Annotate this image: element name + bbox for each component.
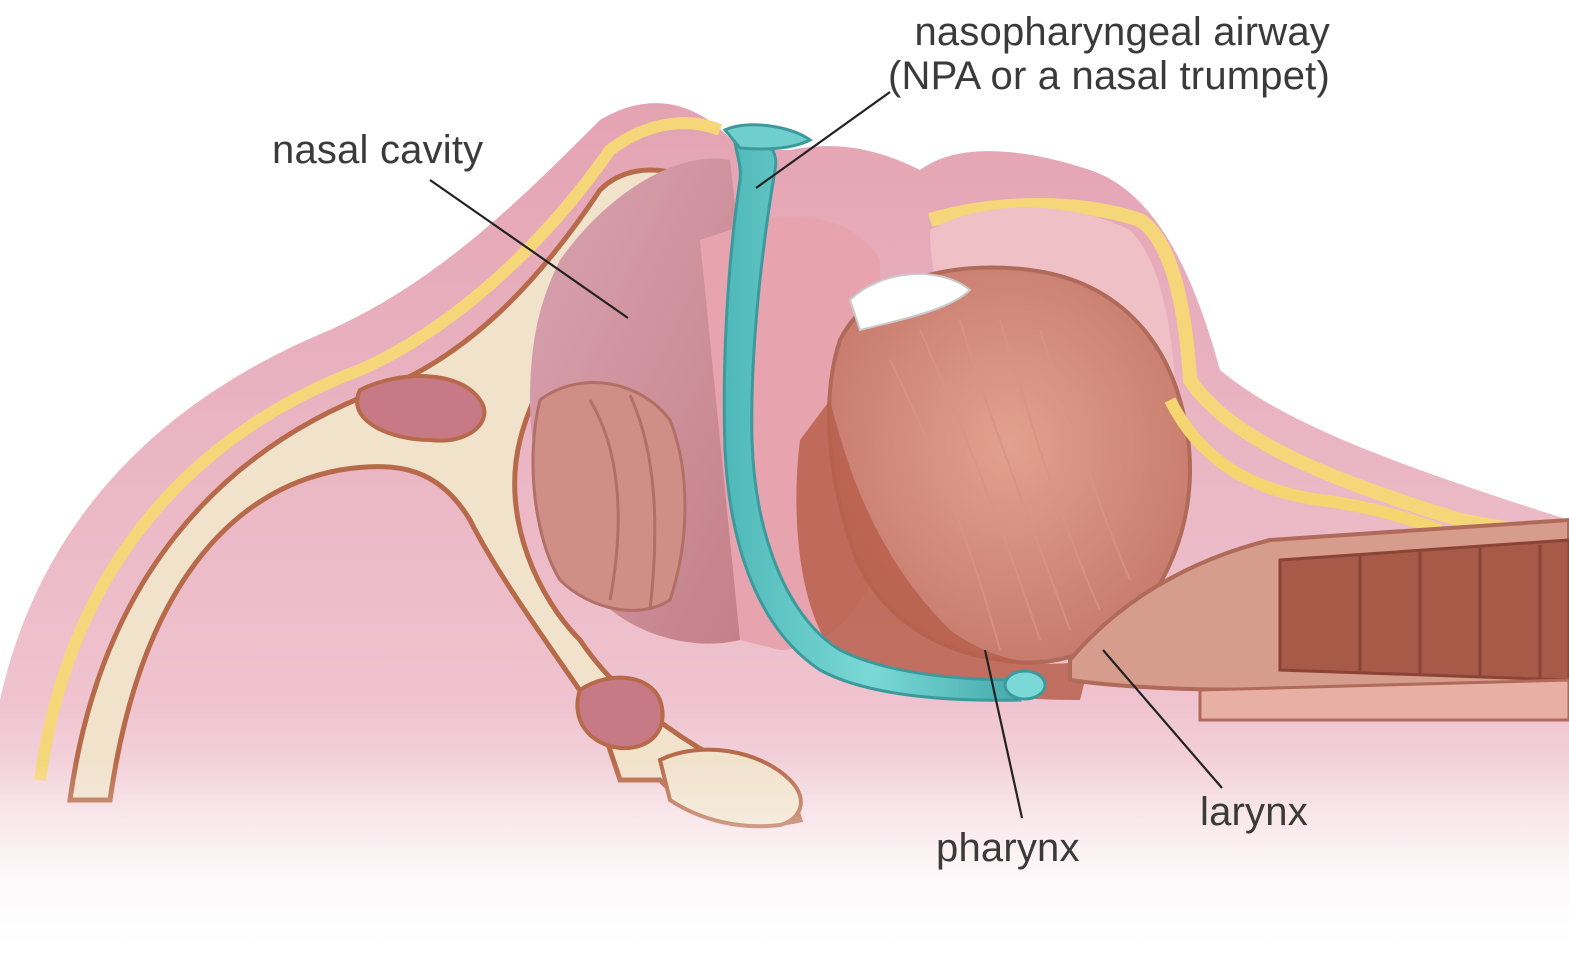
label-npa-line1: nasopharyngeal airway [888, 10, 1330, 54]
bottom-fade [0, 760, 1569, 960]
npa-flange [725, 125, 810, 149]
trachea [1280, 540, 1569, 680]
label-npa-line2: (NPA or a nasal trumpet) [888, 54, 1330, 98]
label-pharynx: pharynx [936, 826, 1080, 870]
label-nasopharyngeal-airway: nasopharyngeal airway (NPA or a nasal tr… [888, 10, 1330, 98]
label-larynx: larynx [1200, 790, 1308, 834]
palate-hole [577, 678, 662, 748]
npa-tip [1005, 671, 1045, 699]
label-nasal-cavity: nasal cavity [272, 128, 483, 172]
